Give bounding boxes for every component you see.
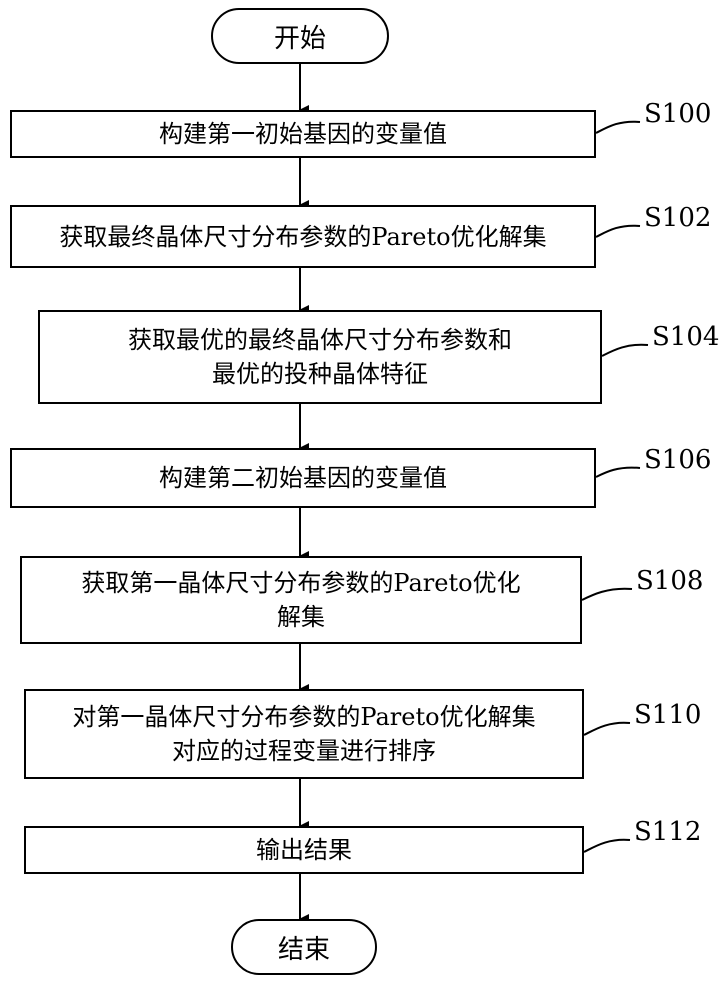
step-s104-line-2: 最优的投种晶体特征 [212,357,428,391]
leader-s108 [582,589,632,600]
step-s110-line-2: 对应的过程变量进行排序 [172,734,436,768]
step-s110-id: S110 [634,700,701,730]
step-s106-line-1: 构建第二初始基因的变量值 [159,461,447,495]
step-s112-line-1: 输出结果 [256,833,352,867]
step-s108: 获取第一晶体尺寸分布参数的Pareto优化 解集 [20,556,582,644]
step-s110: 对第一晶体尺寸分布参数的Pareto优化解集 对应的过程变量进行排序 [24,689,584,779]
step-s106: 构建第二初始基因的变量值 [10,448,596,508]
step-s108-id: S108 [636,566,703,596]
step-s106-id: S106 [644,445,711,475]
step-s102-id: S102 [644,203,711,233]
end-text: 结束 [278,929,330,966]
start-text: 开始 [274,18,326,55]
step-s102-line-1: 获取最终晶体尺寸分布参数的Pareto优化解集 [59,220,546,254]
start-terminal: 开始 [211,8,389,64]
end-terminal: 结束 [231,919,377,975]
leader-s112 [584,840,630,852]
step-s112: 输出结果 [24,826,584,874]
leader-s104 [602,345,648,356]
step-s108-line-1: 获取第一晶体尺寸分布参数的Pareto优化 [81,566,520,600]
step-s104-line-1: 获取最优的最终晶体尺寸分布参数和 [128,323,512,357]
step-s102: 获取最终晶体尺寸分布参数的Pareto优化解集 [10,205,596,268]
step-s104-id: S104 [652,322,719,352]
leader-s100 [596,122,640,133]
step-s108-line-2: 解集 [277,600,325,634]
step-s100-id: S100 [644,99,711,129]
leader-s110 [584,723,630,735]
leader-s102 [596,226,640,237]
step-s100: 构建第一初始基因的变量值 [10,110,596,158]
step-s112-id: S112 [634,817,701,847]
leader-s106 [596,468,640,477]
step-s104: 获取最优的最终晶体尺寸分布参数和 最优的投种晶体特征 [38,310,602,404]
step-s100-line-1: 构建第一初始基因的变量值 [159,117,447,151]
step-s110-line-1: 对第一晶体尺寸分布参数的Pareto优化解集 [72,700,535,734]
